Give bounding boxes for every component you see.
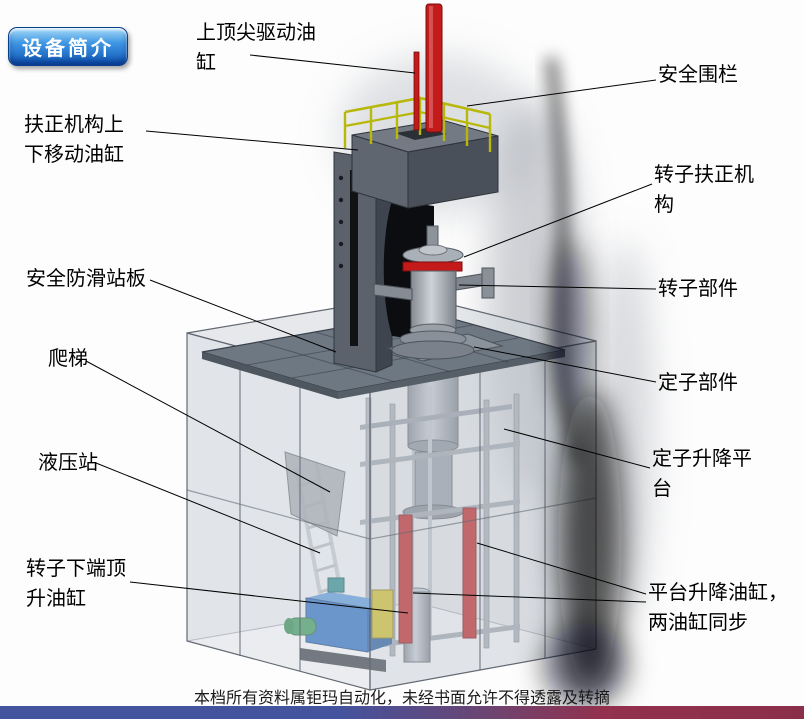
leader-centering-lift-cylinder <box>145 130 359 151</box>
leader-platform-lift-b <box>412 592 647 603</box>
leader-anti-slip <box>149 279 337 353</box>
callout-rotor-bottom-jack: 转子下端顶 升油缸 <box>26 558 126 610</box>
callout-platform-lift-cylinders: 平台升降油缸， 两油缸同步 <box>648 582 788 634</box>
callout-rotor-centering: 转子扶正机 构 <box>654 164 754 216</box>
leader-rotor-bottom-jack <box>129 581 409 614</box>
safety-fence-graphic <box>343 96 492 152</box>
platform-lift-cylinders-graphic <box>398 507 477 644</box>
callout-ladder: 爬梯 <box>48 348 88 370</box>
callout-centering-lift-cylinder: 扶正机构上 下移动油缸 <box>24 114 124 166</box>
leader-safety-fence <box>466 79 657 107</box>
leader-ladder <box>85 360 331 493</box>
leader-stator-lift-platform <box>503 428 651 469</box>
leader-platform-lift-a <box>476 542 647 595</box>
leader-hydraulic <box>95 462 321 554</box>
footer-bar <box>0 706 804 719</box>
footer-disclaimer: 本档所有资料属钜玛自动化，未经书面允许不得透露及转摘 <box>193 690 610 707</box>
callout-rotor-part: 转子部件 <box>658 278 738 300</box>
leader-rotor-part <box>458 284 657 290</box>
callout-top-drive-cylinder: 上顶尖驱动油 缸 <box>196 22 316 74</box>
leader-rotor-centering <box>463 183 653 258</box>
leader-stator-part <box>473 346 657 383</box>
callout-anti-slip-platform: 安全防滑站板 <box>26 268 146 290</box>
leader-top-drive-cylinder <box>249 54 416 74</box>
top-drive-cylinder-graphic <box>413 3 443 133</box>
callout-safety-fence: 安全围栏 <box>658 64 738 86</box>
callout-stator-lift-platform: 定子升降平 台 <box>652 448 752 500</box>
hydraulic-station-graphic <box>284 577 394 672</box>
shadow-smudge <box>543 57 627 707</box>
callout-stator-part: 定子部件 <box>658 372 738 394</box>
callout-hydraulic-station: 液压站 <box>38 452 98 474</box>
rotor-assembly-graphic <box>373 225 504 362</box>
leader-lines <box>85 54 657 614</box>
title-badge: 设备简介 <box>8 27 128 66</box>
